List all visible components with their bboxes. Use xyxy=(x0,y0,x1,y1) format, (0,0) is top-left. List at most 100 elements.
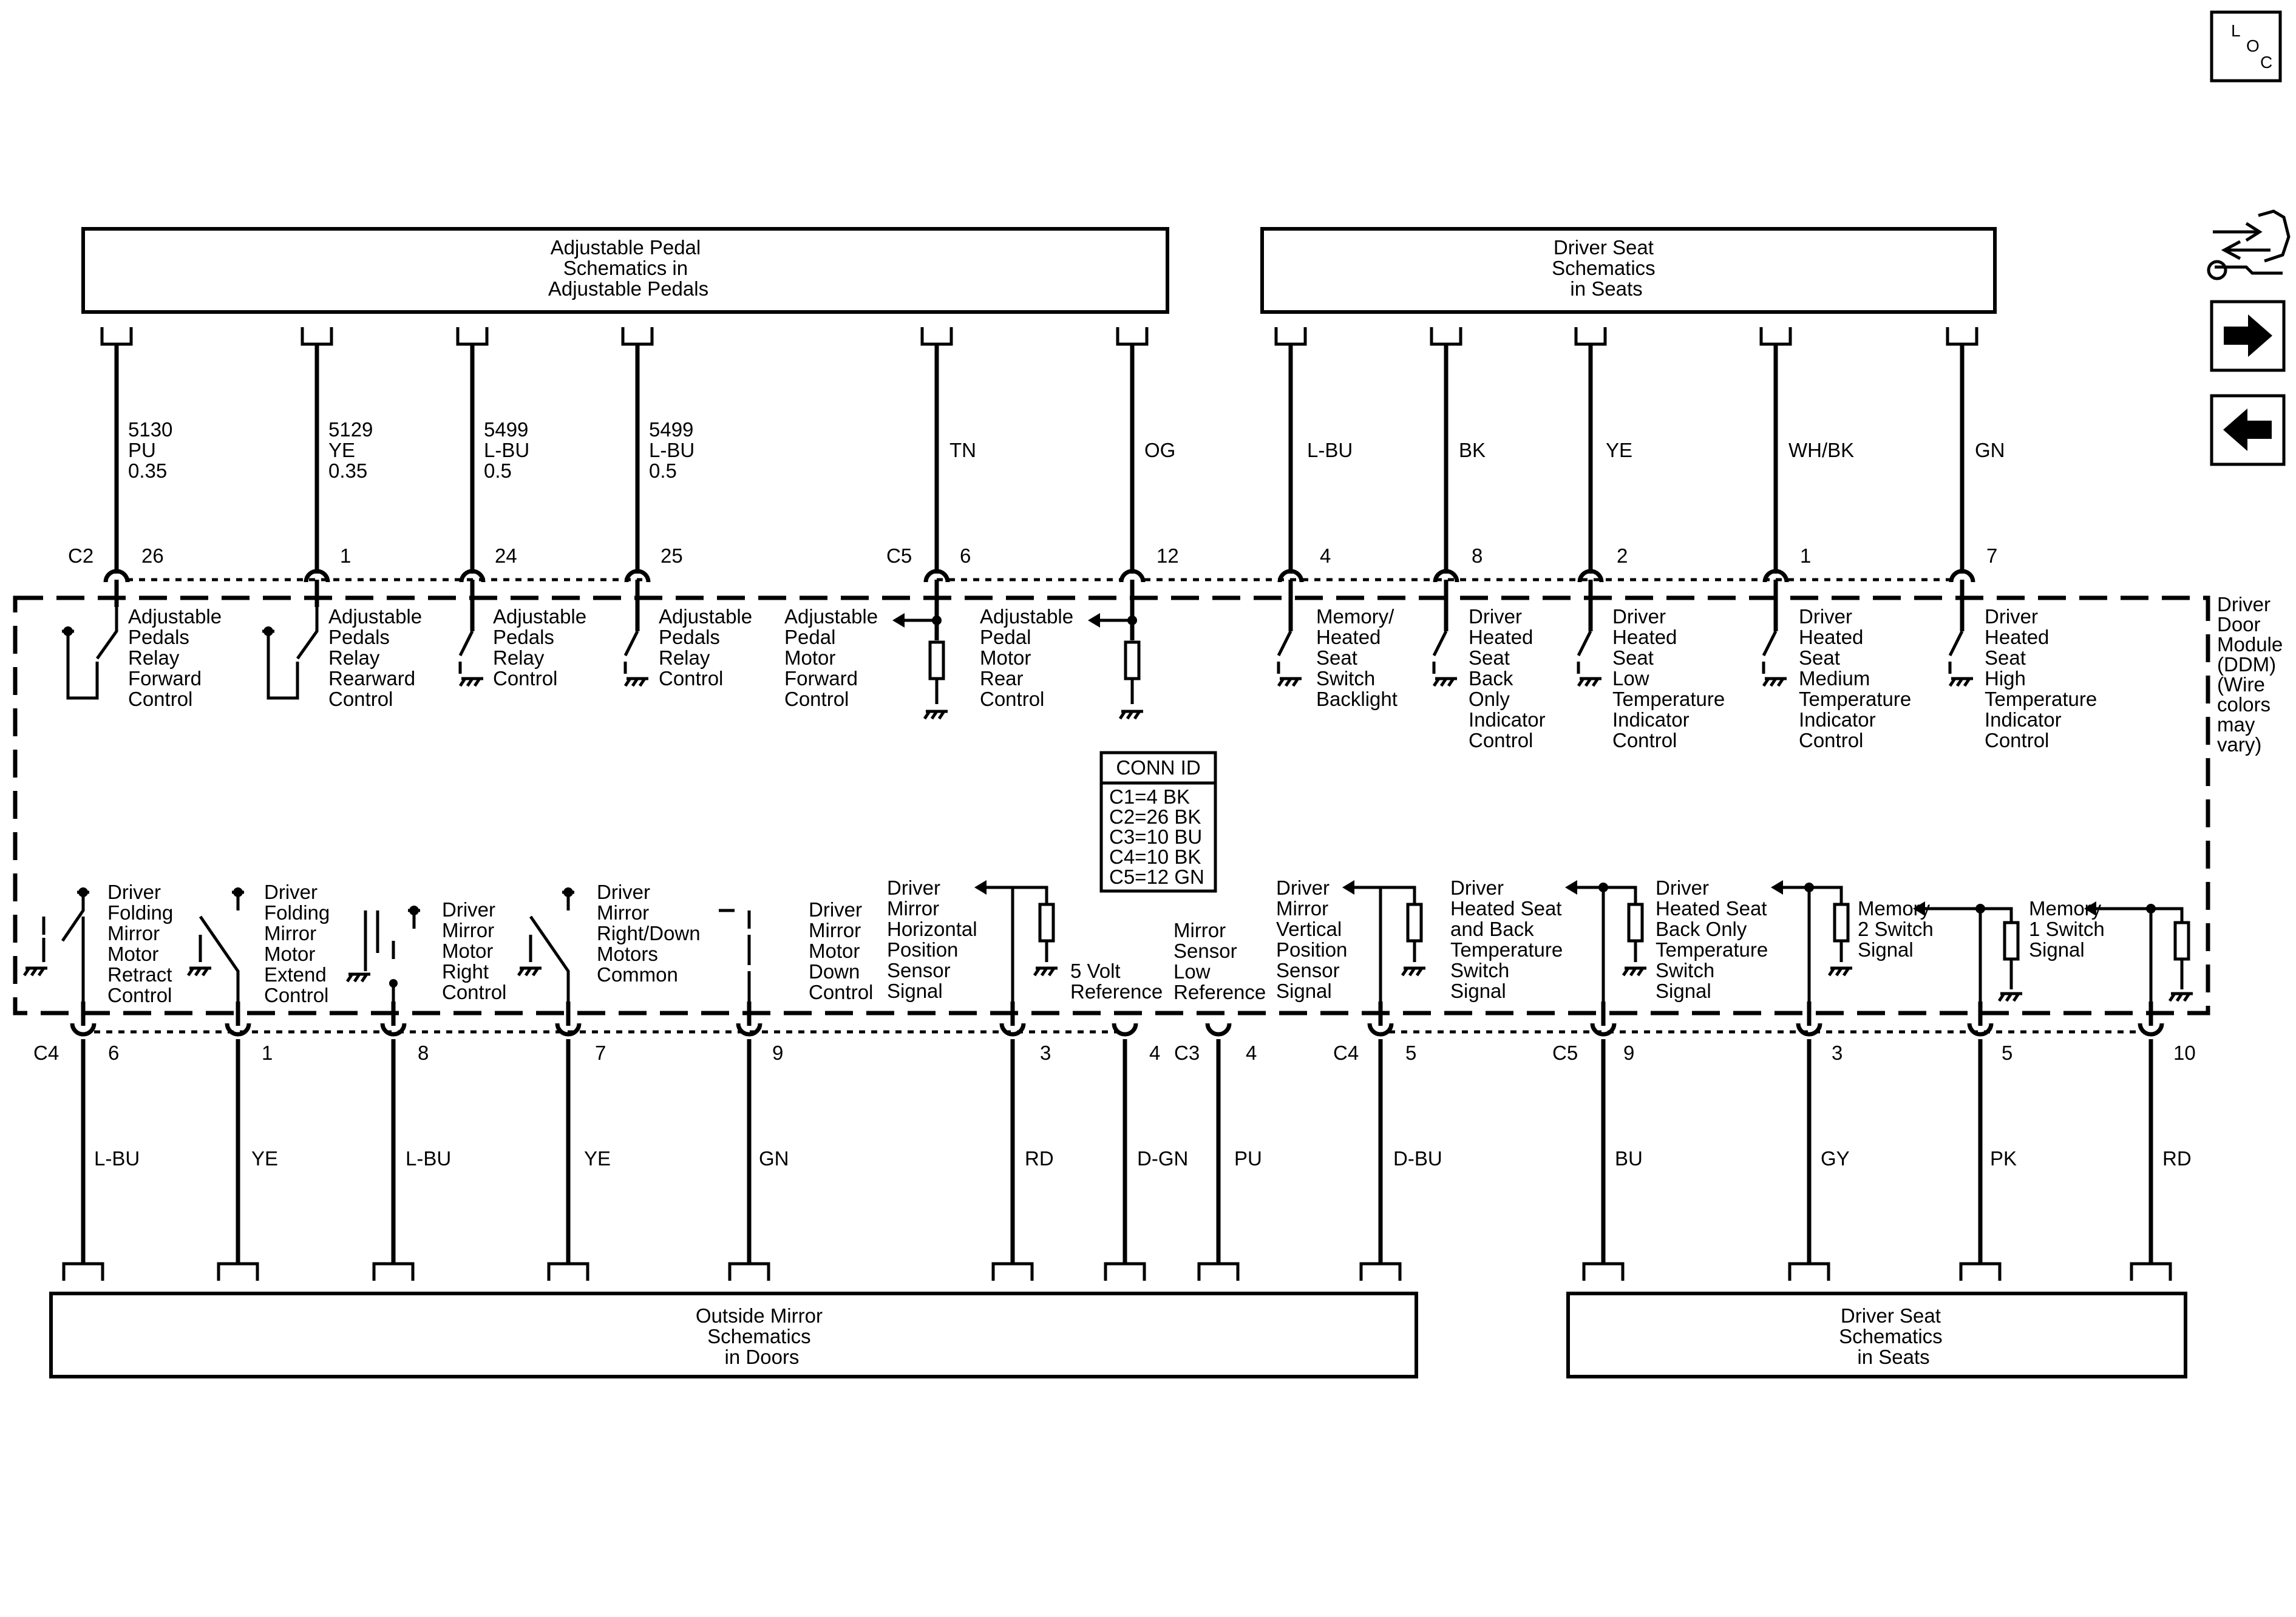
function-label: Adjustable Pedal Motor Forward Control xyxy=(784,605,883,710)
top-wire-c5-7[interactable]: GN 7 Driver Heated Seat High Temperature… xyxy=(1948,327,2102,751)
bottom-wire-c5-10[interactable]: 10 RD Memory 1 Switch Signal xyxy=(2029,897,2196,1281)
function-label: Driver Heated Seat Back Only Indicator C… xyxy=(1469,605,1551,751)
adjustable-pedal-schematic-box[interactable] xyxy=(81,227,1169,314)
bottom-wire-c4-9[interactable]: 9 GN Driver Mirror Motor Down Control xyxy=(719,898,873,1281)
top-wire-c5-6[interactable]: TN C5 6 Adjustable Pedal Motor Forward C… xyxy=(784,327,976,719)
function-label: Driver Folding Mirror Motor Retract Cont… xyxy=(107,881,178,1006)
pin-number: 3 xyxy=(1040,1042,1051,1064)
driver-seat-bottom-box-label: Driver Seat Schematics in Seats xyxy=(1839,1304,1948,1368)
connector-id: C4 xyxy=(33,1042,59,1064)
pin-number: 7 xyxy=(1986,544,1997,567)
wire-color: D-GN xyxy=(1137,1147,1188,1170)
conn-id-table: CONN ID C1=4 BK C2=26 BK C3=10 BU C4=10 … xyxy=(1099,751,1217,893)
bottom-wire-c4-1[interactable]: 1 YE Driver Folding Mirror Motor Extend … xyxy=(188,881,335,1281)
function-label: Adjustable Pedals Relay Control xyxy=(493,605,592,690)
pin-number: 6 xyxy=(960,544,971,567)
wire-label: 5130 PU 0.35 xyxy=(128,418,178,482)
top-wire-c2-25[interactable]: 5499 L-BU 0.5 25 Adjustable Pedals Relay… xyxy=(623,327,758,690)
wire-label: L-BU xyxy=(1307,439,1353,461)
wire-label: 5499 L-BU 0.5 xyxy=(649,418,700,482)
bottom-wire-c5-5[interactable]: 5 PK Memory 2 Switch Signal xyxy=(1858,897,2022,1281)
loc-c-glyph: C xyxy=(2260,53,2272,72)
function-label: Driver Heated Seat Medium Temperature In… xyxy=(1799,605,1917,751)
pin-number: 1 xyxy=(340,544,351,567)
function-label: Memory/ Heated Seat Switch Backlight xyxy=(1316,605,1400,710)
bottom-wire-c4-3[interactable]: 3 RD Driver Mirror Horizontal Position S… xyxy=(887,876,1058,1281)
function-label: Adjustable Pedals Relay Rearward Control xyxy=(328,605,427,710)
wire-label: 5129 YE 0.35 xyxy=(328,418,379,482)
wire-label: OG xyxy=(1144,439,1175,461)
bottom-wire-c3-4[interactable]: C3 4 PU Mirror Sensor Low Reference xyxy=(1173,919,1266,1281)
top-wire-c2-24[interactable]: 5499 L-BU 0.5 24 Adjustable Pedals Relay… xyxy=(458,327,592,690)
driver-door-module-outline xyxy=(13,595,2210,1015)
wire-color: D-BU xyxy=(1393,1147,1442,1170)
function-label: Adjustable Pedal Motor Rear Control xyxy=(980,605,1079,710)
bottom-wire-c4-6[interactable]: C4 6 L-BU Driver Folding Mirror Motor Re… xyxy=(24,881,178,1281)
wire-label: 5499 L-BU 0.5 xyxy=(484,418,535,482)
bottom-wire-c4-7[interactable]: 7 YE Driver Mirror Right/Down Motors Com… xyxy=(518,881,706,1281)
function-label: Driver Heated Seat and Back Temperature … xyxy=(1450,876,1568,1002)
wire-label: GN xyxy=(1975,439,2005,461)
function-label: Adjustable Pedals Relay Forward Control xyxy=(128,605,227,710)
top-wire-c2-26[interactable]: 5130 PU 0.35 C2 26 Adjustable Pedals Rel… xyxy=(62,327,227,710)
top-wire-c5-12[interactable]: OG 12 Adjustable Pedal Motor Rear Contro… xyxy=(980,327,1179,719)
function-label: Mirror Sensor Low Reference xyxy=(1173,919,1266,1003)
wire-color: YE xyxy=(584,1147,611,1170)
pin-number: 26 xyxy=(141,544,164,567)
pin-number: 3 xyxy=(1832,1042,1843,1064)
previous-page-arrow-icon[interactable] xyxy=(2210,394,2286,466)
pin-number: 4 xyxy=(1320,544,1331,567)
bottom-wire-c5-3[interactable]: 3 GY Driver Heated Seat Back Only Temper… xyxy=(1656,876,1852,1281)
wire-color: YE xyxy=(251,1147,278,1170)
pin-number: 9 xyxy=(772,1042,783,1064)
cross-reference-icon[interactable] xyxy=(2207,209,2291,280)
wire-label: YE xyxy=(1606,439,1632,461)
driver-seat-schematic-box-bottom[interactable] xyxy=(1566,1292,2187,1378)
pin-number: 12 xyxy=(1156,544,1179,567)
wire-color: RD xyxy=(1025,1147,1054,1170)
pin-number: 5 xyxy=(1405,1042,1416,1064)
function-label: Driver Mirror Motor Down Control xyxy=(809,898,873,1003)
wire-label: WH/BK xyxy=(1788,439,1854,461)
next-page-arrow-icon[interactable] xyxy=(2210,300,2286,372)
wire-color: GN xyxy=(759,1147,789,1170)
bottom-wire-c4-4[interactable]: 4 D-GN 5 Volt Reference xyxy=(1070,960,1188,1281)
top-wire-c5-8[interactable]: BK 8 Driver Heated Seat Back Only Indica… xyxy=(1432,327,1551,751)
outside-mirror-schematic-box[interactable] xyxy=(49,1292,1418,1378)
outside-mirror-box-label: Outside Mirror Schematics in Doors xyxy=(696,1304,828,1368)
wire-label: BK xyxy=(1459,439,1486,461)
function-label: Driver Mirror Right/Down Motors Common xyxy=(597,881,706,986)
wire-color: PK xyxy=(1990,1147,2017,1170)
wire-color: L-BU xyxy=(406,1147,451,1170)
loc-o-glyph: O xyxy=(2246,36,2260,55)
ddm-module-label: Driver Door Module (DDM) (Wire colors ma… xyxy=(2217,593,2288,756)
pin-number: 1 xyxy=(262,1042,273,1064)
top-wire-c5-1[interactable]: WH/BK 1 Driver Heated Seat Medium Temper… xyxy=(1761,327,1917,751)
pin-number: 8 xyxy=(418,1042,429,1064)
wire-color: L-BU xyxy=(94,1147,140,1170)
pin-number: 1 xyxy=(1800,544,1811,567)
function-label: Memory 2 Switch Signal xyxy=(1858,897,1939,961)
pin-number: 2 xyxy=(1617,544,1628,567)
bottom-wire-c4-5[interactable]: C4 5 D-BU Driver Mirror Vertical Positio… xyxy=(1276,876,1442,1281)
function-label: Driver Folding Mirror Motor Extend Contr… xyxy=(264,881,335,1006)
connector-id: C5 xyxy=(886,544,912,567)
pin-number: 9 xyxy=(1623,1042,1634,1064)
conn-id-title: CONN ID xyxy=(1116,756,1200,779)
bottom-wire-c5-9[interactable]: C5 9 BU Driver Heated Seat and Back Temp… xyxy=(1450,876,1646,1281)
pin-number: 25 xyxy=(661,544,683,567)
conn-id-lines: C1=4 BK C2=26 BK C3=10 BU C4=10 BK C5=12… xyxy=(1109,785,1207,888)
top-wire-c2-1[interactable]: 5129 YE 0.35 1 Adjustable Pedals Relay R… xyxy=(262,327,427,710)
driver-seat-schematic-box-top[interactable] xyxy=(1260,227,1997,314)
connector-id: C5 xyxy=(1552,1042,1578,1064)
wire-label: TN xyxy=(949,439,976,461)
top-wire-c5-2[interactable]: YE 2 Driver Heated Seat Low Temperature … xyxy=(1576,327,1730,751)
pin-number: 4 xyxy=(1246,1042,1257,1064)
function-label: Memory 1 Switch Signal xyxy=(2029,897,2110,961)
loc-l-glyph: L xyxy=(2231,21,2241,40)
bottom-wire-c4-8[interactable]: 8 L-BU Driver Mirror Motor Right Control xyxy=(347,898,506,1281)
top-wire-c5-4[interactable]: L-BU 4 Memory/ Heated Seat Switch Backli… xyxy=(1276,327,1400,710)
loc-icon[interactable]: L O C xyxy=(2210,10,2282,83)
pin-number: 6 xyxy=(108,1042,119,1064)
